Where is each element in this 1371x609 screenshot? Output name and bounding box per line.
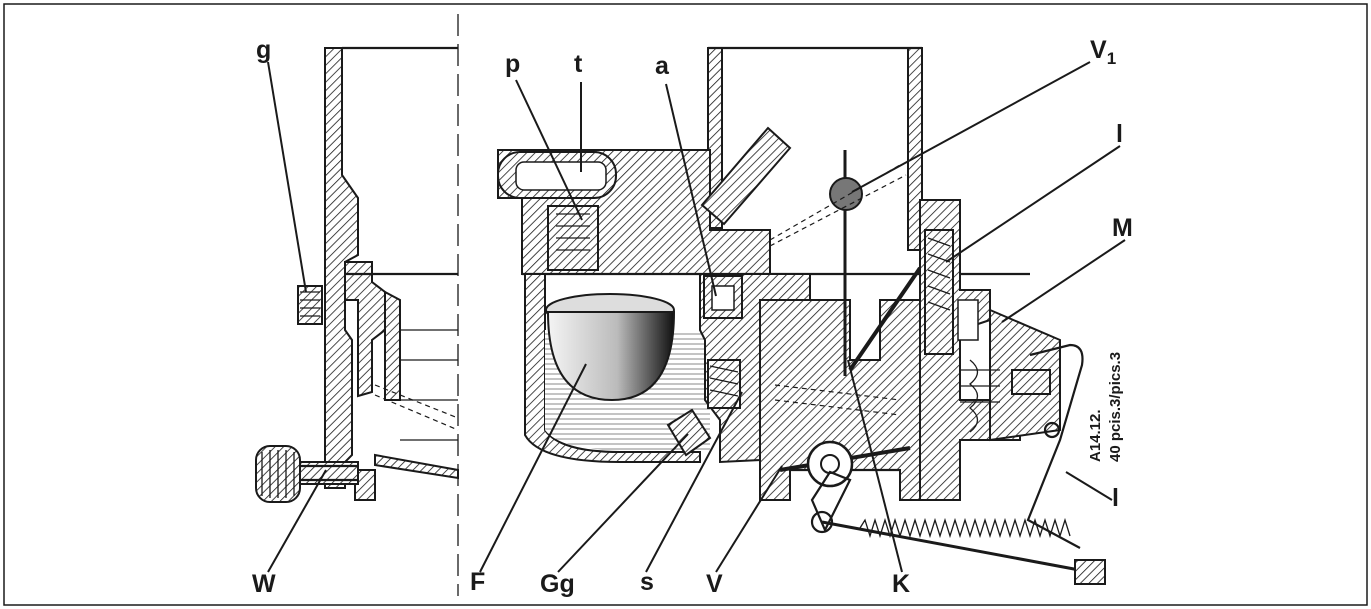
label-m: M [1112,214,1133,242]
figure-reference: A14.12. 40 pcis.3/pics.3 [1087,352,1124,462]
reference-line-1: A14.12. [1087,409,1104,462]
right-body-section [497,46,1106,585]
lever-l [1026,343,1084,549]
label-v1: V1 [1090,36,1116,68]
label-v1-subscript: 1 [1107,49,1116,68]
label-gg: Gg [540,570,575,598]
adjusting-screw-w [255,445,359,503]
figure-frame [3,3,1368,606]
choke-valve-v1 [769,150,907,376]
label-p: p [505,50,520,78]
label-k: K [892,570,910,598]
label-a: a [655,52,670,80]
label-s: s [640,568,654,596]
return-spring [859,517,1071,539]
label-l-top: l [1116,120,1123,148]
float-f [545,293,676,402]
label-v1-main: V [1090,36,1107,64]
label-t: t [574,50,583,78]
label-f: F [470,568,485,596]
throttle-lever [810,470,1106,585]
part-labels: g p t a V1 l M l W F Gg s V K [252,36,1133,598]
label-w: W [252,570,276,598]
diaphragm-m [960,308,1061,442]
reference-line-2: 40 pcis.3/pics.3 [1107,352,1124,462]
leader-lines [267,61,1126,573]
label-g: g [256,36,271,64]
label-l-lever: l [1112,484,1119,512]
left-body-section [255,46,459,503]
label-v: V [706,570,723,598]
